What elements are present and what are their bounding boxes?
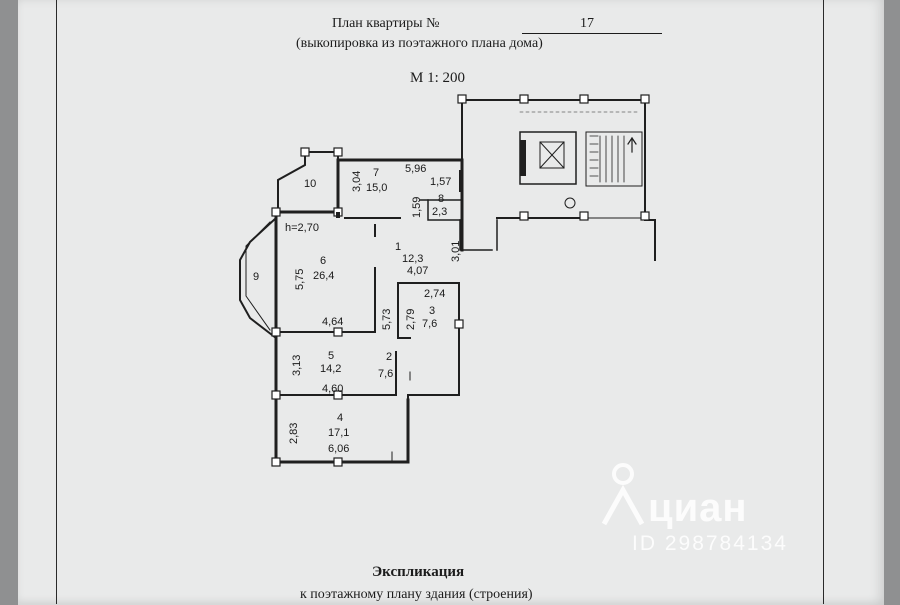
room-2-area: 7,6 bbox=[378, 368, 393, 380]
cian-logo-icon bbox=[601, 463, 645, 526]
document-sheet bbox=[18, 0, 884, 605]
room-5-area: 14,2 bbox=[320, 363, 341, 375]
plan-title: План квартиры № bbox=[332, 16, 440, 31]
dim-5-96: 5,96 bbox=[405, 163, 426, 175]
room-5-number: 5 bbox=[328, 350, 334, 362]
dim-2-74: 2,74 bbox=[424, 288, 445, 300]
room-3-area: 7,6 bbox=[422, 318, 437, 330]
room-6-area: 26,4 bbox=[313, 270, 334, 282]
ceiling-height-label: h=2,70 bbox=[285, 222, 319, 234]
room-1-number: 1 bbox=[395, 241, 401, 253]
room-7-area: 15,0 bbox=[366, 182, 387, 194]
dim-1-57: 1,57 bbox=[430, 176, 451, 188]
dim-5-75: 5,75 bbox=[294, 269, 306, 290]
dim-4-64: 4,64 bbox=[322, 316, 343, 328]
room-4-number: 4 bbox=[337, 412, 343, 424]
room-3-number: 3 bbox=[429, 305, 435, 317]
room-6-number: 6 bbox=[320, 255, 326, 267]
dim-4-07: 4,07 bbox=[407, 265, 428, 277]
room-9-number: 9 bbox=[253, 271, 259, 283]
scale-label: М 1: 200 bbox=[410, 70, 466, 86]
room-2-number: 2 bbox=[386, 351, 392, 363]
dim-5-73: 5,73 bbox=[381, 309, 393, 330]
watermark-brand: циан bbox=[648, 486, 748, 530]
dim-3-04: 3,04 bbox=[351, 171, 363, 192]
room-1-area: 12,3 bbox=[402, 253, 423, 265]
dim-3-01: 3,01 bbox=[450, 241, 462, 262]
room-7-number: 7 bbox=[373, 167, 379, 179]
room-10-number: 10 bbox=[304, 178, 316, 190]
explication-subtitle: к поэтажному плану здания (строения) bbox=[300, 587, 533, 602]
room-8-number: 8 bbox=[438, 193, 444, 205]
dim-6-06: 6,06 bbox=[328, 443, 349, 455]
plan-subtitle: (выкопировка из поэтажного плана дома) bbox=[296, 36, 543, 51]
dim-1-59: 1,59 bbox=[411, 197, 423, 218]
apartment-number: 17 bbox=[580, 16, 594, 31]
dim-2-83: 2,83 bbox=[288, 423, 300, 444]
number-underline bbox=[522, 33, 662, 34]
explication-title: Экспликация bbox=[372, 564, 465, 580]
watermark-listing-id: ID 298784134 bbox=[632, 532, 788, 555]
room-8-area: 2,3 bbox=[432, 206, 447, 218]
page-frame bbox=[56, 0, 824, 604]
dim-2-79: 2,79 bbox=[405, 309, 417, 330]
dim-3-13: 3,13 bbox=[291, 355, 303, 376]
dim-4-60: 4,60 bbox=[322, 383, 343, 395]
room-4-area: 17,1 bbox=[328, 427, 349, 439]
